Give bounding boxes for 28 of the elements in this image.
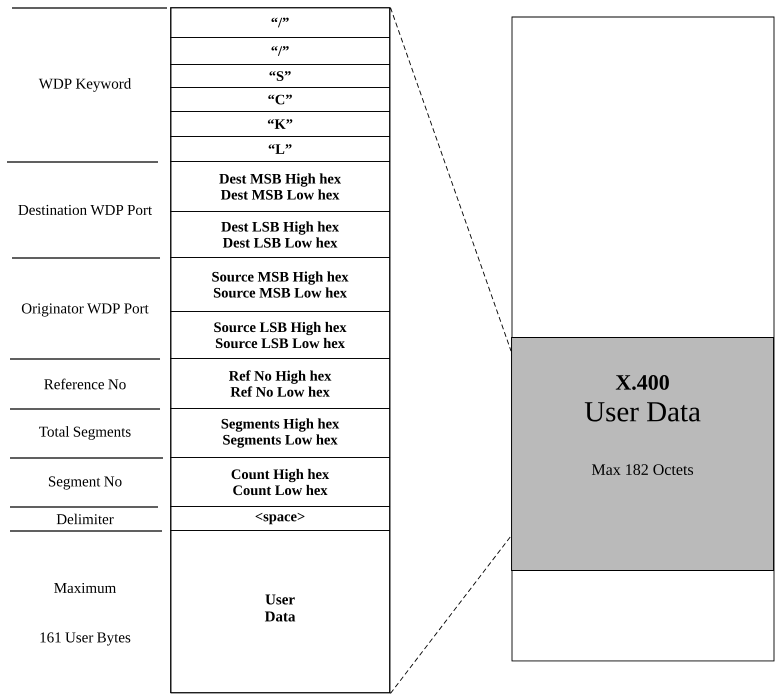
field-cell: <space> bbox=[170, 506, 390, 531]
field-cell: “L” bbox=[170, 136, 390, 162]
row-label: 161 User Bytes bbox=[40, 632, 130, 646]
row-label: Maximum bbox=[54, 582, 116, 594]
field-cell: “/” bbox=[170, 37, 390, 65]
field-cell: Source MSB High hex Source MSB Low hex bbox=[170, 257, 390, 312]
row-label: Reference No bbox=[44, 378, 126, 390]
field-cell: Segments High hex Segments Low hex bbox=[170, 408, 390, 458]
field-cell: “/” bbox=[170, 7, 390, 38]
row-label: Originator WDP Port bbox=[22, 303, 149, 317]
frame-box bbox=[170, 8, 390, 694]
field-cell: “K” bbox=[170, 111, 390, 137]
field-cell: “S” bbox=[170, 64, 390, 88]
row-label: Total Segments bbox=[39, 426, 131, 440]
field-cell: Dest LSB High hex Dest LSB Low hex bbox=[170, 211, 390, 258]
field-cell: User Data bbox=[170, 530, 390, 693]
dashed-line bbox=[390, 536, 512, 694]
row-label: WDP Keyword bbox=[38, 78, 132, 92]
field-cell: Count High hex Count Low hex bbox=[170, 457, 390, 507]
field-cell: “C” bbox=[170, 87, 390, 112]
row-label: Destination WDP Port bbox=[18, 204, 152, 216]
dashed-line bbox=[390, 7, 512, 352]
field-cell: Dest MSB High hex Dest MSB Low hex bbox=[170, 161, 390, 212]
field-cell: Ref No High hex Ref No Low hex bbox=[170, 358, 390, 409]
row-label: Delimiter bbox=[56, 514, 114, 524]
row-label: Segment No bbox=[48, 476, 122, 490]
data-band: X.400 User Data Max 182 Octets bbox=[511, 337, 774, 572]
field-cell: Source LSB High hex Source LSB Low hex bbox=[170, 311, 390, 359]
